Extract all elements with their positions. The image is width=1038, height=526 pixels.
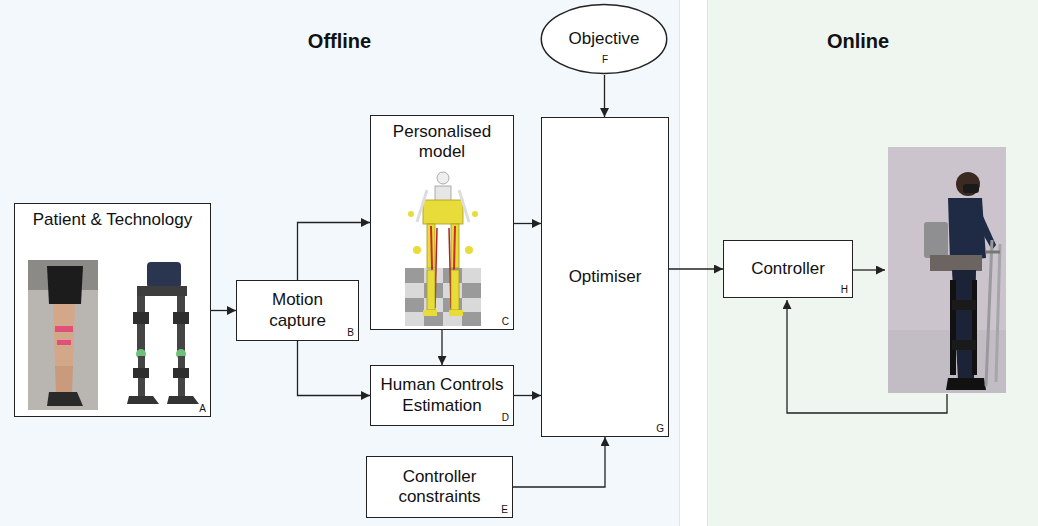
leg-photo <box>28 260 98 410</box>
control-output-wire <box>853 269 885 270</box>
exoskeleton-picture <box>177 296 185 354</box>
patient-photo <box>888 147 1006 393</box>
process-box: Human Controls EstimationD <box>370 365 514 426</box>
exoskeleton-picture <box>127 262 199 404</box>
arrow-connector <box>211 310 236 311</box>
skeleton-and-exoskeleton <box>459 190 469 222</box>
process-box: Motion captureB <box>236 280 359 341</box>
patient-photo <box>956 172 980 196</box>
patient-photo <box>930 255 982 271</box>
process-box: Patient & TechnologyA <box>14 203 211 417</box>
objective-ellipse: ObjectiveF <box>540 3 668 75</box>
patient-photo <box>952 300 976 310</box>
arrow-connector <box>441 330 442 365</box>
ellipse-shape <box>541 4 666 73</box>
callout-letter: C <box>502 317 509 327</box>
leg-photo <box>47 392 83 406</box>
exoskeleton-picture <box>127 396 159 404</box>
leg-photo <box>28 260 98 410</box>
controller-box: ControllerH <box>723 240 853 298</box>
skeleton-and-exoskeleton <box>437 172 449 184</box>
checker-floor <box>405 268 424 283</box>
callout-letter: D <box>502 413 509 423</box>
leg-photo <box>57 340 71 345</box>
box-title: Motion capture <box>243 290 352 331</box>
patient-photo <box>972 280 977 375</box>
checker-floor <box>405 298 424 312</box>
patient-photo <box>996 244 1000 382</box>
callout-letter: H <box>841 285 848 295</box>
skeleton-and-exoskeleton <box>472 211 478 217</box>
exoskeleton-picture <box>137 296 145 354</box>
patient-photo <box>986 240 992 386</box>
checker-floor <box>462 312 481 326</box>
box-title: Controller constraints <box>373 467 506 508</box>
patient-photo <box>952 340 976 350</box>
box-title: Patient & Technology <box>33 210 192 230</box>
callout-letter: E <box>501 505 508 515</box>
callout-letter: G <box>656 424 664 434</box>
arrow-connector <box>514 395 541 396</box>
box-title: Personalised model <box>377 122 507 163</box>
arrow-connector <box>514 223 541 224</box>
exoskeleton-picture <box>137 286 187 296</box>
patient-photo <box>963 184 979 193</box>
arrow-connector <box>604 75 605 117</box>
exoskeleton-picture <box>133 312 149 324</box>
box-title: Human Controls Estimation <box>377 375 507 416</box>
box-title: Optimiser <box>569 267 642 287</box>
arrow-connector <box>513 437 605 487</box>
checker-floor <box>462 283 481 298</box>
skeleton-and-exoskeleton <box>417 190 427 222</box>
arrow-connector <box>298 341 371 396</box>
skeleton-and-exoskeleton <box>465 246 473 254</box>
exoskeleton-picture <box>133 368 149 378</box>
skeleton-and-exoskeleton <box>449 310 463 316</box>
arrow-connector <box>298 223 371 281</box>
exoskeleton-picture <box>173 312 189 324</box>
callout-letter: A <box>199 404 206 414</box>
patient-photo <box>946 378 986 390</box>
leg-photo <box>55 326 73 332</box>
leg-photo <box>47 266 83 304</box>
box-title: Controller <box>751 259 825 279</box>
skeleton-and-exoskeleton <box>451 270 459 310</box>
exoskeleton-picture <box>167 396 199 404</box>
patient-photo <box>924 222 948 258</box>
checker-floor <box>405 268 481 326</box>
process-box: Controller constraintsE <box>366 456 513 518</box>
checker-floor <box>405 268 481 326</box>
patient-photo <box>950 280 956 375</box>
leg-photo <box>55 366 73 394</box>
leg-photo <box>53 304 75 366</box>
skeleton-and-exoskeleton <box>408 172 478 316</box>
skeleton-and-exoskeleton <box>408 211 414 217</box>
offline-panel: Offline Patient & Techno <box>0 0 680 526</box>
patient-photo <box>888 147 1006 393</box>
exoskeleton-picture <box>173 368 189 378</box>
feedback-wire <box>787 300 947 413</box>
callout-letter: F <box>602 55 608 65</box>
arrow-connector <box>669 268 723 269</box>
skeleton-and-exoskeleton <box>427 270 435 310</box>
patient-technology-illustration <box>25 256 215 416</box>
skeleton-and-exoskeleton <box>423 310 437 316</box>
skeleton-and-exoskeleton <box>413 246 421 254</box>
callout-letter: B <box>347 328 354 338</box>
musculoskeletal-model <box>397 170 487 330</box>
process-box: Personalised modelC <box>370 115 514 330</box>
patient-photo <box>948 198 986 262</box>
exoskeleton-picture <box>147 262 181 288</box>
patient-photo <box>986 251 1000 254</box>
skeleton-and-exoskeleton <box>423 200 463 224</box>
panel-title: Online <box>827 30 889 53</box>
box-title: Objective <box>569 29 640 49</box>
panel-title: Offline <box>308 30 371 53</box>
optimiser-box: OptimiserG <box>541 117 669 437</box>
